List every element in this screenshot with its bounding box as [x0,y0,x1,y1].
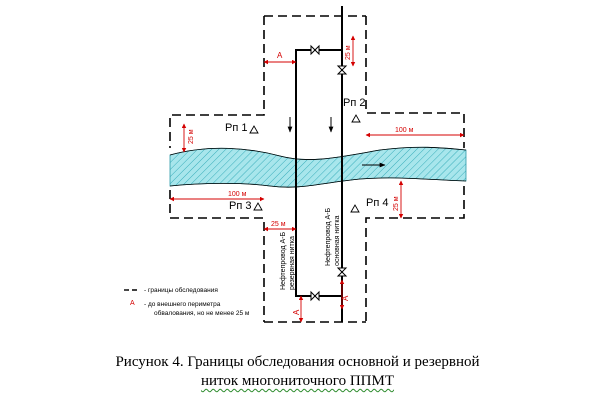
legend-boundary-text: - границы обследования [144,286,218,294]
river-bank-lower [169,177,467,188]
triangle-icon [351,114,361,123]
benchmark-2-label: Рп 2 [343,97,365,109]
dim-100-right: 100 м [395,127,414,134]
dim-25-left-vertical: 25 м [188,129,195,144]
dim-100-left: 100 м [228,191,247,198]
dim-25-horizontal: 25 м [271,221,286,228]
caption-line-1: Рисунок 4. Границы обследования основной… [115,354,480,370]
valves [310,44,348,302]
valve-icon [336,65,348,75]
triangle-icon [249,125,259,134]
dim-25-right-vertical: 25 м [393,196,400,211]
benchmark-3-label: Рп 3 [229,200,251,212]
dim-a-bottom-right: А [341,295,350,301]
valve-icon [310,44,320,56]
benchmark-1-label: Рп 1 [225,122,247,134]
main-pipeline-label-2: основная нитка [334,215,341,266]
figure-caption: Рисунок 4. Границы обследования основной… [0,353,595,391]
reserve-pipeline-label-2: резервная нитка [289,236,296,290]
reserve-pipeline-label-1: Нефтепровод А-Б [280,231,287,290]
valve-icon [310,290,320,302]
dim-25-top-vertical: 25 м [345,45,352,60]
dim-a-top: А [277,51,283,60]
survey-boundary [169,15,465,323]
dimension-lines [169,35,465,323]
legend-a-text-1: - до внешнего периметра [144,301,221,308]
legend-a-symbol: А [130,300,135,307]
benchmark-4-label: Рп 4 [366,197,388,209]
legend-a-text-2: обвалования, но не менее 25 м [154,309,250,317]
valve-icon [336,267,348,277]
caption-line-2: ниток многониточного ППМТ [200,373,395,389]
dimension-labels: 100 м 100 м 25 м 25 м 25 м 25 м А А А [188,45,414,315]
triangle-icon [253,202,263,211]
main-pipeline-label-1: Нефтепровод А-Б [325,207,332,266]
legend: - границы обследования А - до внешнего п… [124,286,250,317]
triangle-icon [350,204,360,213]
river [169,146,467,188]
flow-arrows [287,117,386,168]
pipeline-labels: Нефтепровод А-Б резервная нитка Нефтепро… [280,207,341,290]
river-bank-upper [169,146,467,160]
benchmarks: Рп 1 Рп 2 Рп 3 Рп 4 [225,97,388,213]
dim-a-bottom-left: А [292,309,301,315]
